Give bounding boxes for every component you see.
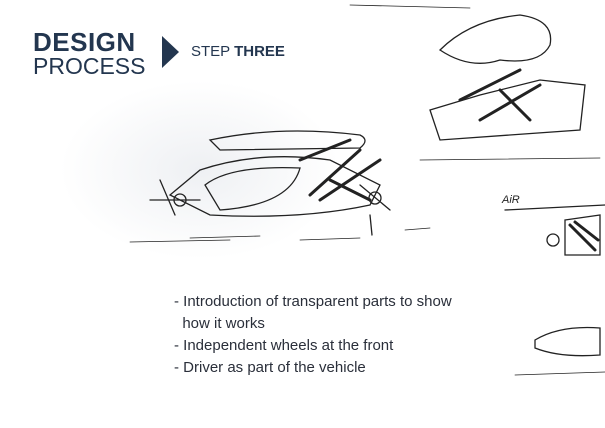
bullet-item: - Independent wheels at the front bbox=[174, 337, 394, 354]
top-right-sketch bbox=[349, 4, 601, 161]
step-prefix: STEP bbox=[191, 43, 230, 60]
bullet-item: - Introduction of transparent parts to s… bbox=[174, 293, 452, 332]
step-name: THREE bbox=[234, 43, 285, 60]
title-design: DESIGN bbox=[33, 27, 136, 57]
step-label: STEP THREE bbox=[191, 43, 285, 60]
bullet-list: - Introduction of transparent parts to s… bbox=[174, 291, 452, 379]
play-arrow-icon bbox=[162, 36, 179, 68]
bottom-right-sketch bbox=[514, 326, 605, 376]
bullet-item: - Driver as part of the vehicle bbox=[174, 359, 366, 376]
sketch-annotation: AiR bbox=[502, 194, 520, 206]
title-process: PROCESS bbox=[33, 53, 146, 79]
right-middle-sketch bbox=[504, 204, 605, 256]
main-vehicle-sketch bbox=[129, 130, 431, 243]
